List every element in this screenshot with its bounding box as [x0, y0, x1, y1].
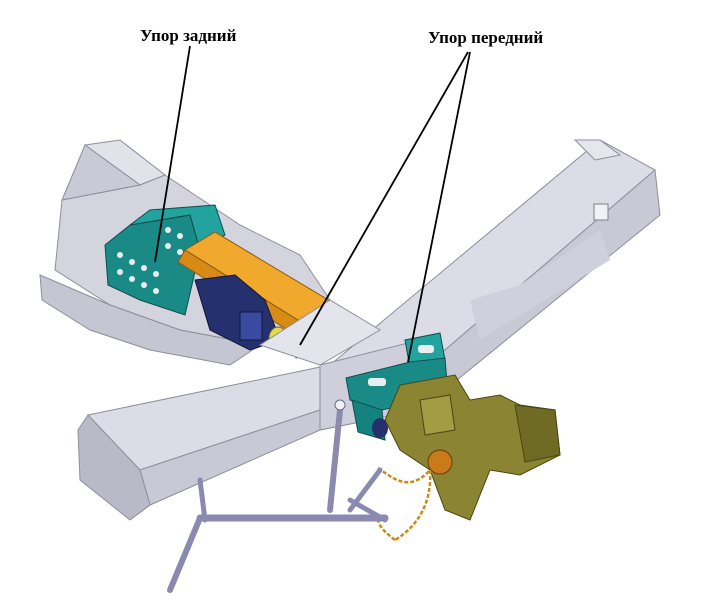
pivot-joint: [334, 399, 346, 411]
rear-bracket: [104, 204, 226, 316]
linkage-rods: [167, 407, 389, 593]
leader-line-front-b: [407, 51, 471, 363]
tow-hitch: [384, 374, 561, 521]
leader-line-front-a: [299, 51, 469, 346]
front-stop-label: Упор передний: [428, 28, 544, 47]
cross-member: [258, 299, 381, 366]
safety-chain: [376, 466, 432, 542]
leader-line-rear: [154, 45, 191, 263]
rear-stop-label: Упор задний: [140, 26, 237, 45]
leader-lines: [154, 45, 471, 363]
